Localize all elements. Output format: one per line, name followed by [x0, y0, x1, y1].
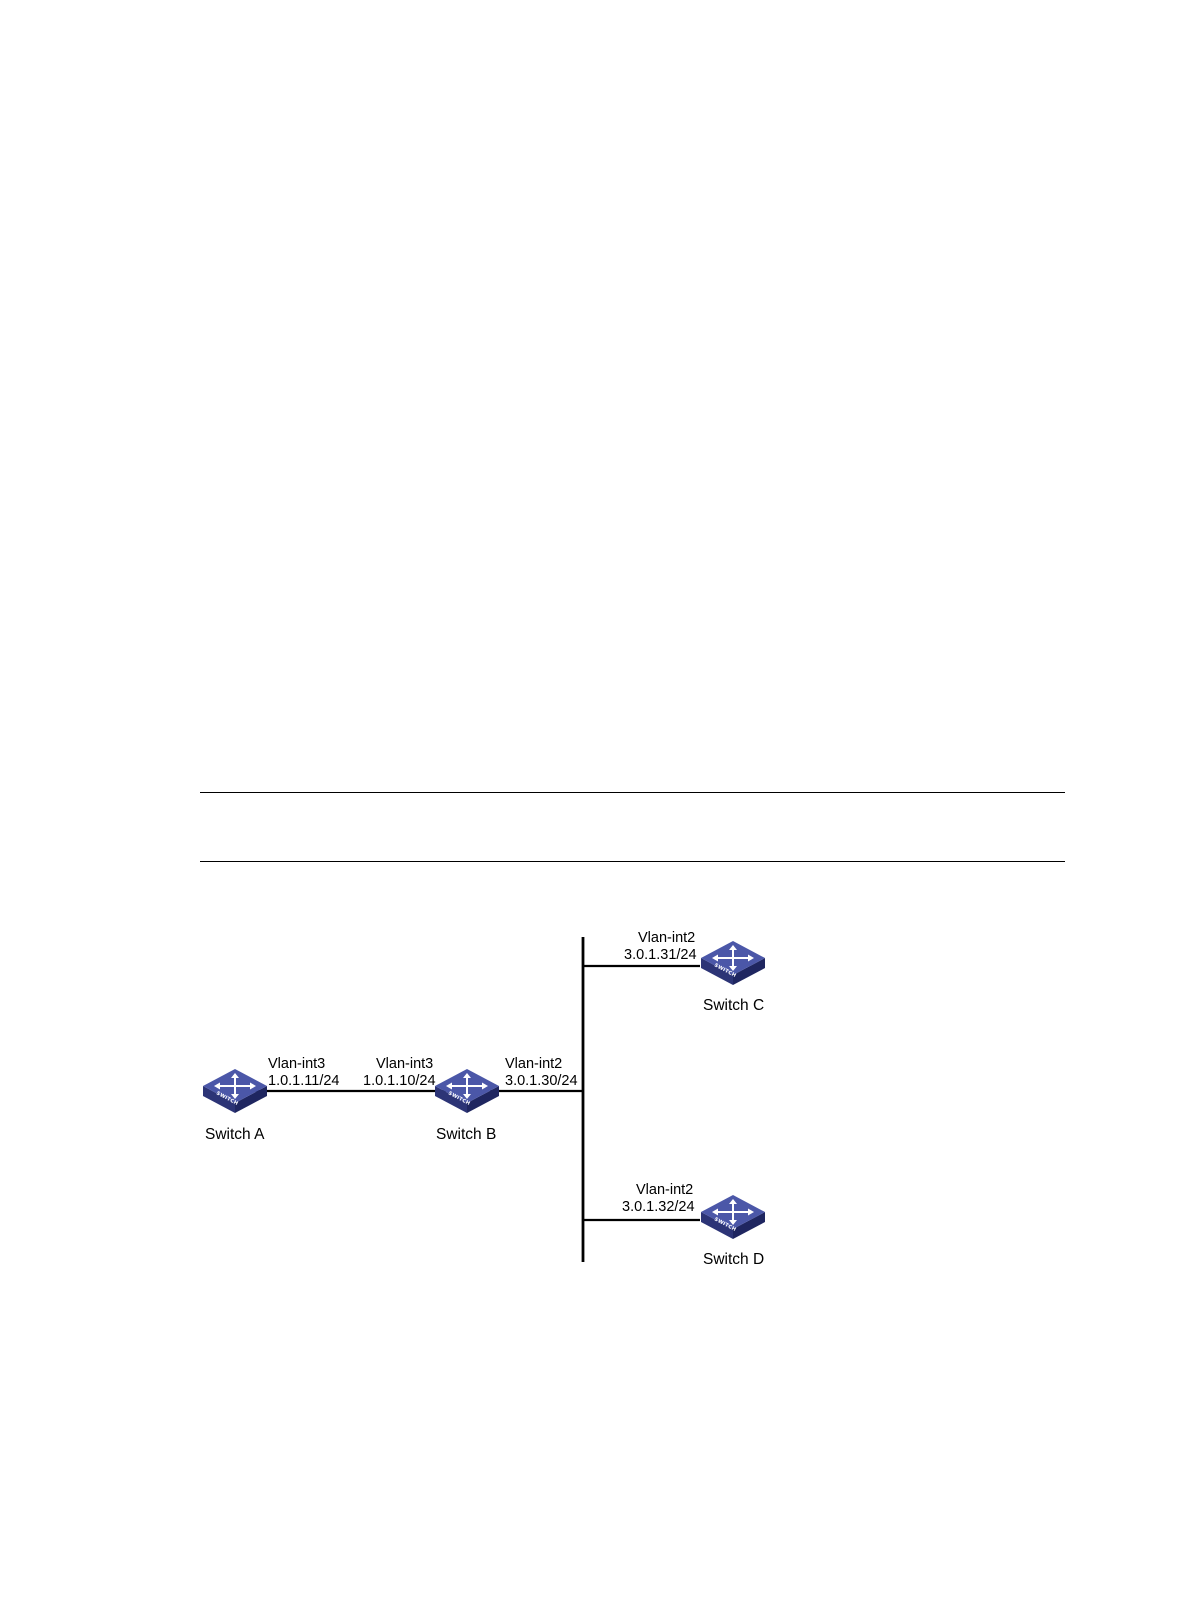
switch-b-interface-vlan2-ip: 3.0.1.30/24 — [505, 1073, 578, 1089]
switch-b-switch-icon: SWITCH — [435, 1069, 499, 1113]
switch-b-interface-vlan3-ip: 1.0.1.10/24 — [363, 1073, 436, 1089]
switch-a-interface-name: Vlan-int3 — [268, 1056, 325, 1072]
switch-c-switch-icon: SWITCH — [701, 941, 765, 985]
switch-a-switch-icon: SWITCH — [203, 1069, 267, 1113]
switch-a-interface-ip: 1.0.1.11/24 — [268, 1073, 340, 1089]
switch-a-label: Switch A — [205, 1126, 265, 1143]
switch-c-interface-name: Vlan-int2 — [638, 930, 695, 946]
switch-b-label: Switch B — [436, 1126, 496, 1143]
switch-c-label: Switch C — [703, 997, 764, 1014]
switch-b-interface-vlan3-name: Vlan-int3 — [376, 1056, 433, 1072]
switch-d-interface-name: Vlan-int2 — [636, 1182, 693, 1198]
switch-c-interface-ip: 3.0.1.31/24 — [624, 947, 697, 963]
switch-d-switch-icon: SWITCH — [701, 1195, 765, 1239]
switch-d-label: Switch D — [703, 1251, 764, 1268]
switch-b-interface-vlan2-name: Vlan-int2 — [505, 1056, 562, 1072]
switch-d-interface-ip: 3.0.1.32/24 — [622, 1199, 695, 1215]
